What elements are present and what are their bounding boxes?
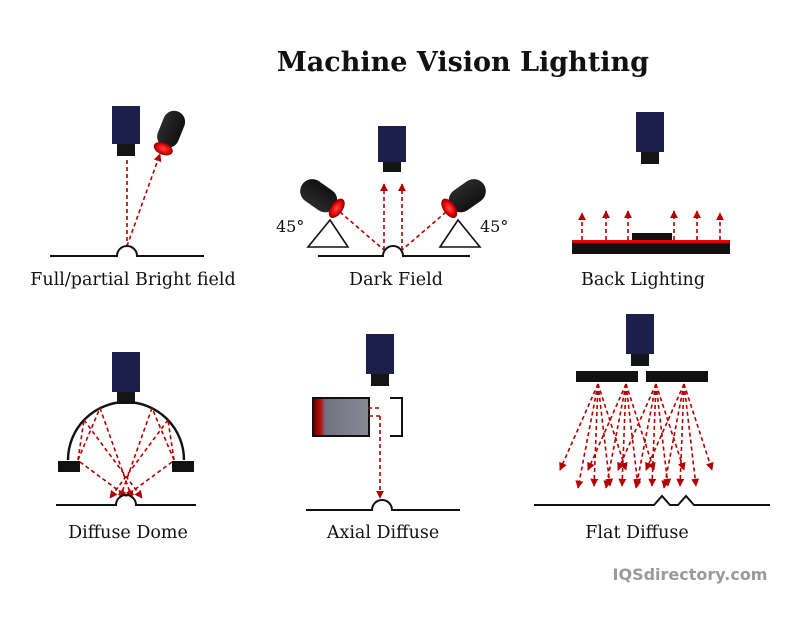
beam-splitter-housing [390,397,403,437]
surface [318,245,470,257]
light-ray [597,383,628,471]
light-ray [151,407,175,461]
light-ray [109,419,169,499]
axial-light [312,397,370,437]
camera [636,112,664,164]
dome-rays [77,407,175,499]
light-ray [118,407,153,499]
light-ray [125,461,173,497]
panel-label: Diffuse Dome [68,523,188,543]
panel-dark-field: 45° 45° Dark Field [276,126,508,290]
surface [306,499,460,511]
light-ray [126,153,162,247]
surface [56,494,196,506]
angle-label-right: 45° [480,217,508,236]
camera [366,334,394,386]
light-ray [655,383,672,487]
light-ray [645,383,685,471]
panel-back-lighting: Back Lighting [572,112,730,290]
camera [112,352,140,404]
panel-bright-field: Full/partial Bright field [30,106,236,290]
light-ray [683,383,714,471]
light-ray [617,383,657,471]
dome-light-right [172,461,194,472]
page-title: Machine Vision Lighting [277,47,649,78]
light-ray [587,383,627,471]
camera [378,126,406,172]
light-ray [559,383,599,471]
light-ray [590,383,599,487]
light-ray [603,383,627,489]
panel-label: Back Lighting [581,270,705,290]
panel-label: Dark Field [349,270,443,290]
dome-light-left [58,461,80,472]
light-ray [625,383,642,487]
dome [66,400,186,461]
light-ray [339,211,385,251]
backlight-panel [572,240,730,254]
angle-wedge [306,218,350,248]
light-left [300,179,345,218]
panel-diffuse-dome: Diffuse Dome [56,352,196,543]
backlight-glow [572,240,730,243]
light-ray [683,383,700,487]
panel-flat-diffuse: Flat Diffuse [534,314,770,543]
camera [626,314,654,366]
ring-light [153,110,186,156]
camera [112,106,140,156]
surface [534,494,770,506]
flat-light-right [646,371,708,382]
flat-rays [559,383,714,489]
light-ray [79,461,127,497]
angle-label-left: 45° [276,217,304,236]
light-ray [83,419,143,499]
light-right [441,179,486,218]
light-ray [575,383,599,489]
light-ray [661,383,685,489]
angle-wedge [438,218,482,248]
light-ray [633,383,657,489]
watermark: IQSdirectory.com [613,565,768,584]
flat-light-left [576,371,638,382]
light-ray [401,211,447,251]
light-ray [597,383,614,487]
light-ray [77,407,101,461]
light-ray [625,383,656,471]
light-ray [648,383,657,487]
light-ray [676,383,685,487]
surface [50,245,204,257]
panel-label: Full/partial Bright field [30,270,235,290]
light-ray [99,407,134,499]
panel-label: Flat Diffuse [585,523,688,543]
light-ray [655,383,686,471]
object [632,233,672,240]
panel-axial-diffuse: Axial Diffuse [306,334,460,543]
panel-label: Axial Diffuse [326,523,439,543]
